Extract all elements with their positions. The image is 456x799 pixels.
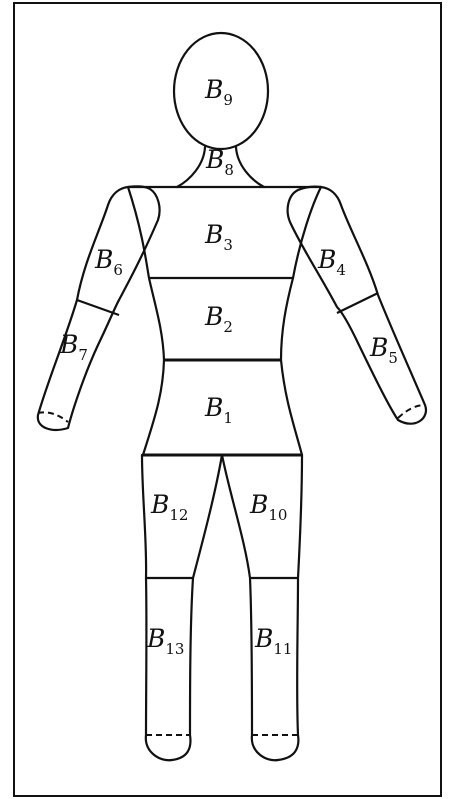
svg-text:B3: B3 (204, 220, 233, 254)
label-b3-subscript: 3 (223, 236, 233, 254)
label-b8-subscript: 8 (224, 161, 234, 179)
svg-text:B4: B4 (317, 245, 346, 279)
svg-text:B5: B5 (369, 333, 398, 367)
right-arm-outline (288, 187, 426, 424)
svg-text:B12: B12 (150, 490, 188, 524)
label-b2-letter: B (204, 302, 223, 331)
label-b3: B3 (204, 220, 233, 254)
label-b9: B9 (204, 75, 233, 109)
label-b13-subscript: 13 (165, 640, 184, 658)
svg-text:B10: B10 (249, 490, 287, 524)
label-b6-letter: B (94, 245, 113, 274)
label-b4-letter: B (317, 245, 336, 274)
svg-text:B2: B2 (204, 302, 233, 336)
label-b1-subscript: 1 (223, 409, 233, 427)
svg-text:B6: B6 (94, 245, 123, 279)
label-b2: B2 (204, 302, 233, 336)
label-b11-subscript: 11 (273, 640, 292, 658)
label-b12-letter: B (150, 490, 169, 519)
svg-text:B1: B1 (204, 393, 233, 427)
label-b4-subscript: 4 (336, 261, 346, 279)
label-b7-letter: B (59, 330, 78, 359)
label-b5: B5 (369, 333, 398, 367)
label-b4: B4 (317, 245, 346, 279)
label-b7: B7 (59, 330, 88, 364)
svg-text:B13: B13 (146, 624, 184, 658)
svg-text:B9: B9 (204, 75, 233, 109)
label-b11: B11 (254, 624, 292, 658)
label-b9-subscript: 9 (223, 91, 233, 109)
svg-text:B11: B11 (254, 624, 292, 658)
label-b6-subscript: 6 (113, 261, 123, 279)
label-b7-subscript: 7 (78, 346, 88, 364)
label-b12-subscript: 12 (169, 506, 188, 524)
label-b8-letter: B (205, 145, 224, 174)
label-b1: B1 (204, 393, 233, 427)
left-hand-cut (38, 412, 68, 422)
label-b10-subscript: 10 (268, 506, 287, 524)
label-b13-letter: B (146, 624, 165, 653)
label-b5-subscript: 5 (388, 349, 398, 367)
label-b13: B13 (146, 624, 184, 658)
seam-left-elbow (77, 300, 119, 315)
label-b2-subscript: 2 (223, 318, 233, 336)
label-b9-letter: B (204, 75, 223, 104)
svg-text:B7: B7 (59, 330, 88, 364)
label-b10: B10 (249, 490, 287, 524)
label-b8: B8 (205, 145, 234, 179)
label-b12: B12 (150, 490, 188, 524)
seam-right-elbow (337, 293, 378, 313)
label-b5-letter: B (369, 333, 388, 362)
right-hand-cut (398, 405, 425, 418)
figure-frame (14, 3, 441, 796)
svg-text:B8: B8 (205, 145, 234, 179)
label-b6: B6 (94, 245, 123, 279)
label-b3-letter: B (204, 220, 223, 249)
label-b11-letter: B (254, 624, 273, 653)
label-b1-letter: B (204, 393, 223, 422)
label-b10-letter: B (249, 490, 268, 519)
